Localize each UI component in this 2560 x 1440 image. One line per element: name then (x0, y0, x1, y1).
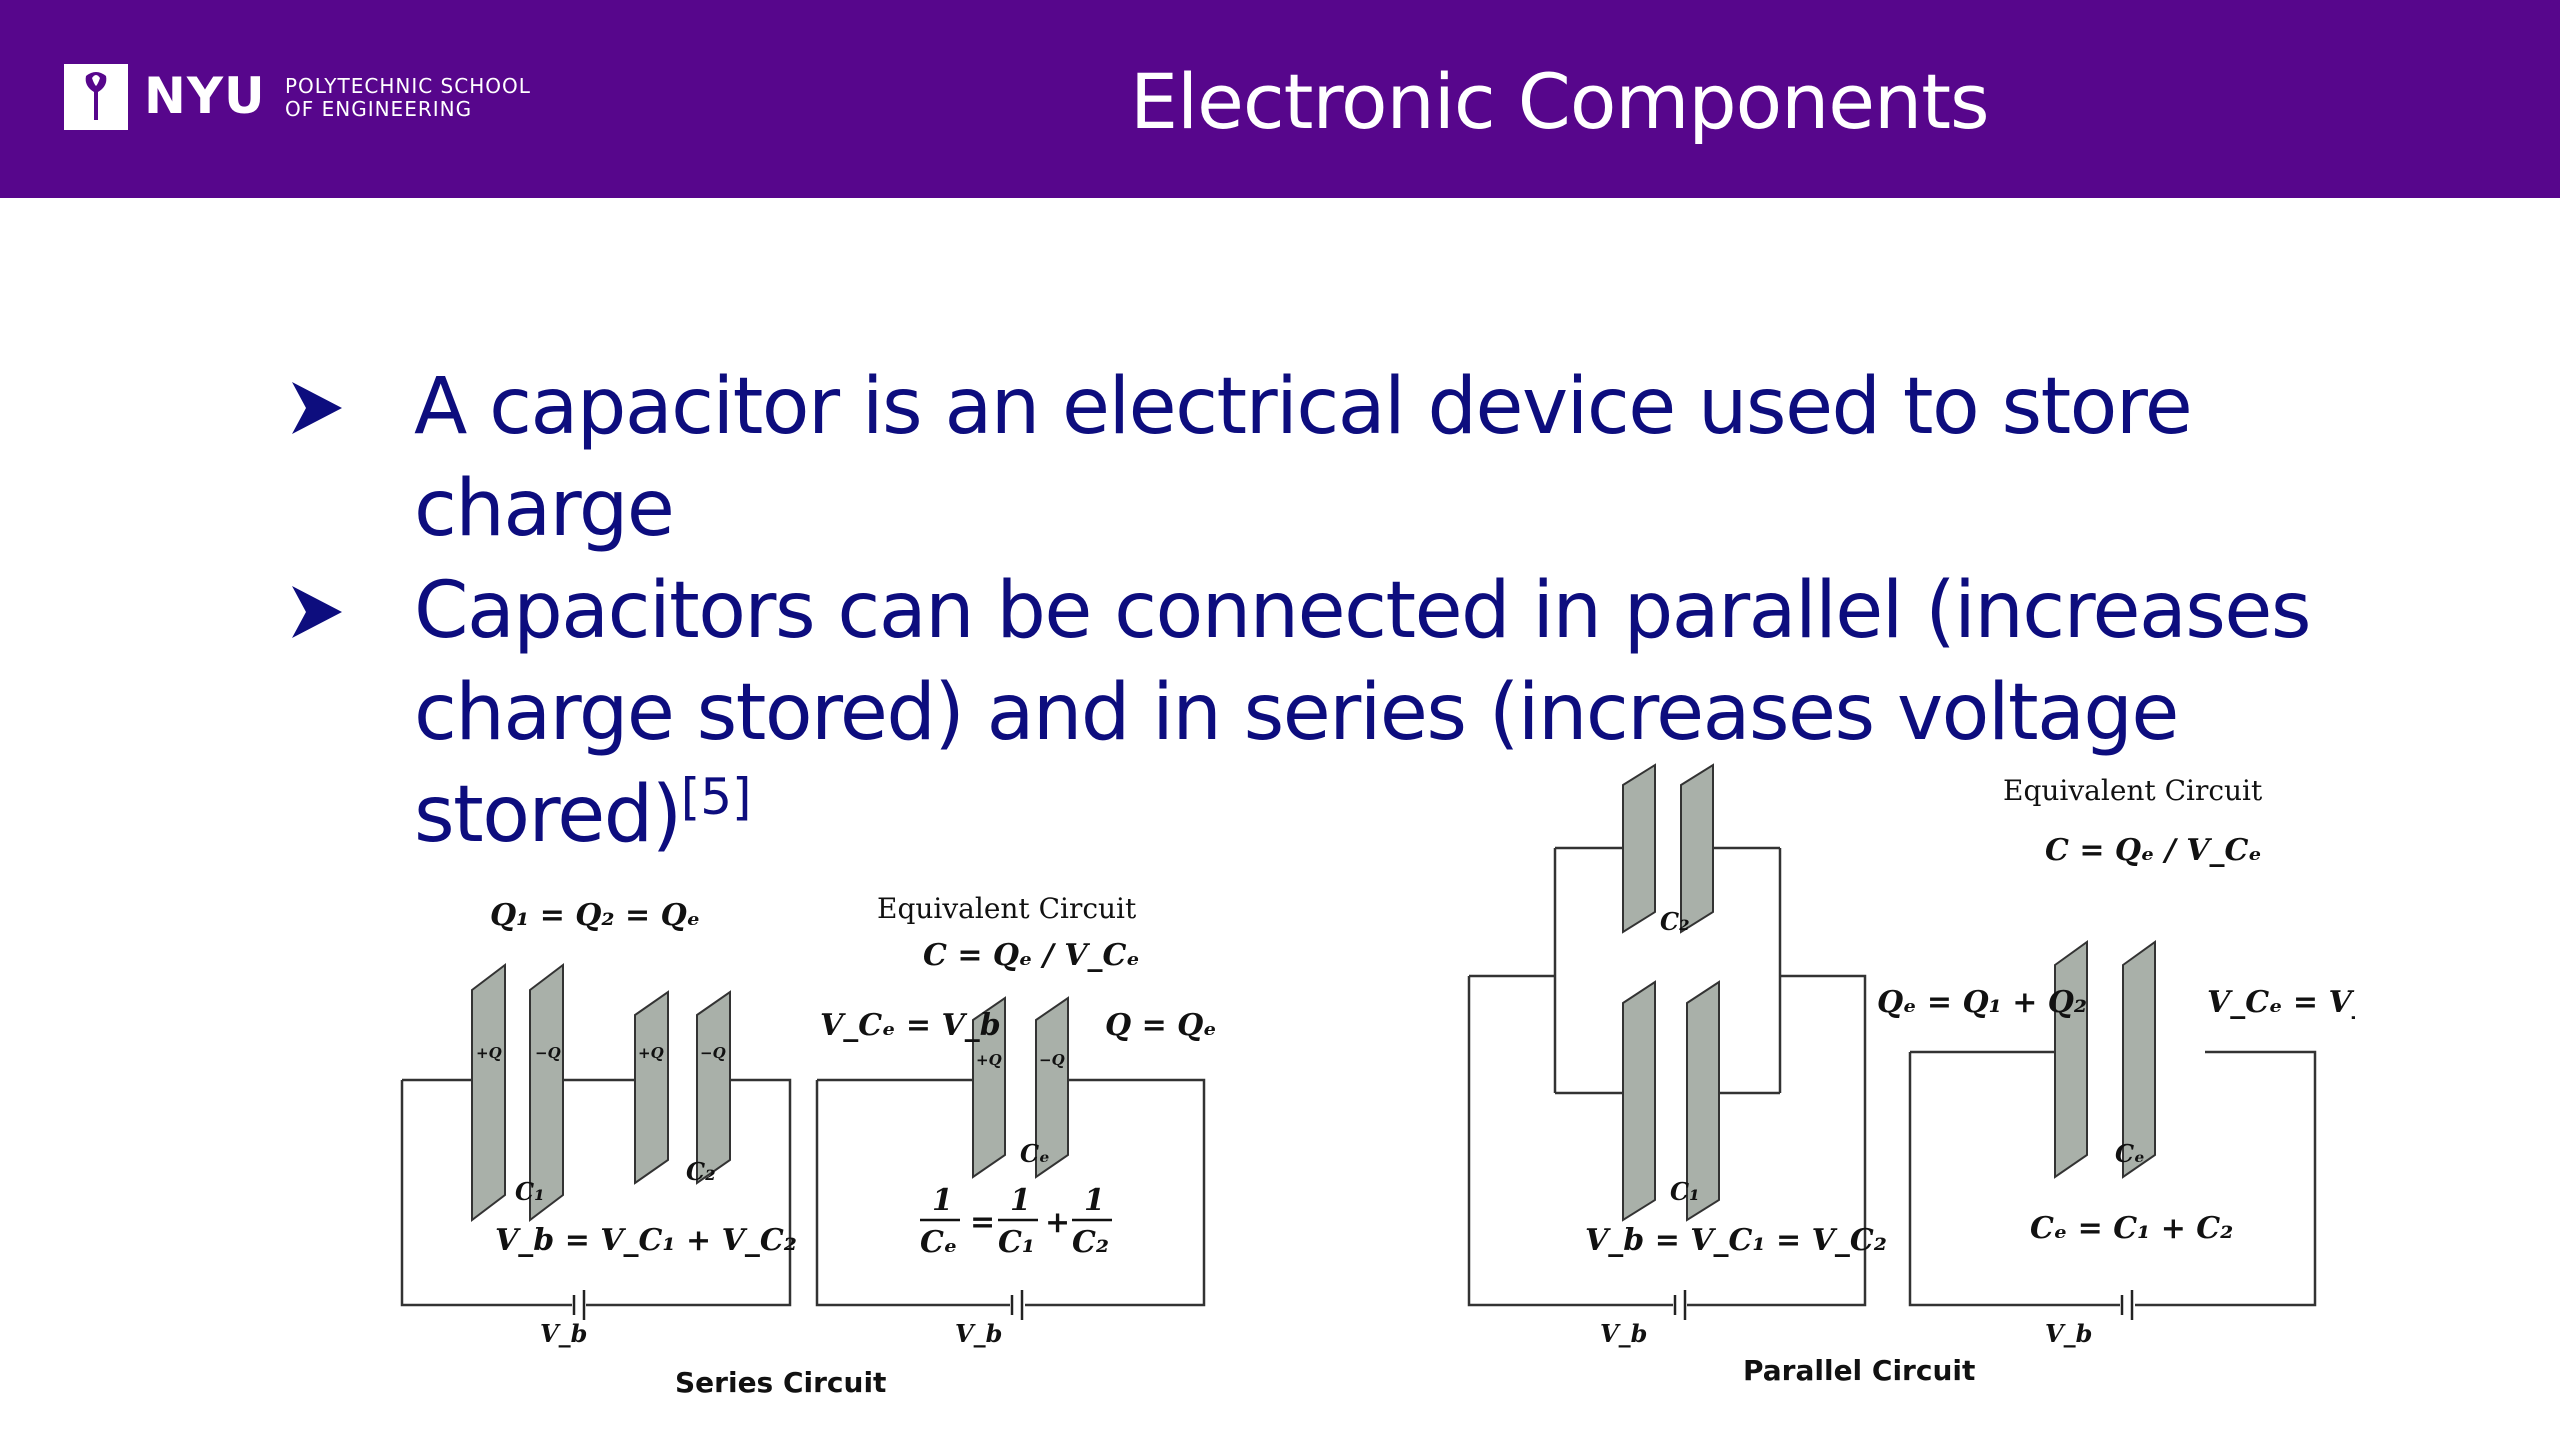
bullet-text-1: A capacitor is an electrical device used… (414, 362, 2193, 554)
plate-charge-label: +Q (476, 1044, 502, 1062)
equivalent-charge-equation: Q = Qₑ (1105, 1008, 1217, 1043)
slide-title: Electronic Components (1130, 57, 1990, 146)
plate-charge-label: −Q (535, 1044, 561, 1062)
bullet-item-1: A capacitor is an electrical device used… (290, 356, 2340, 560)
equivalent-sum-equation: Cₑ = C₁ + C₂ (2030, 1211, 2233, 1246)
equivalent-capacitance-equation: C = Qₑ / V_Cₑ (923, 938, 1140, 973)
capacitor-c1-label: C₁ (1670, 1177, 1700, 1206)
bullet-text-2: Capacitors can be connected in parallel … (414, 566, 2312, 860)
plate-charge-label: +Q (638, 1044, 664, 1062)
slide-header: NYU POLYTECHNIC SCHOOL OF ENGINEERING El… (0, 0, 2560, 198)
series-circuit-caption: Series Circuit (675, 1366, 886, 1399)
equivalent-voltage-equation: V_Cₑ = V_b (820, 1008, 1001, 1043)
bullet-item-2: Capacitors can be connected in parallel … (290, 560, 2340, 866)
battery-label: V_b (540, 1319, 587, 1348)
school-name-line2: OF ENGINEERING (285, 97, 473, 121)
plate-charge-label: −Q (1039, 1051, 1065, 1069)
series-charge-equation: Q₁ = Q₂ = Qₑ (490, 898, 700, 933)
equivalent-voltage-equation: V_Cₑ = V_b (2207, 985, 2355, 1020)
fraction-numerator: 1 (1010, 1183, 1031, 1218)
equivalent-capacitor-label: Cₑ (1020, 1139, 1050, 1168)
fraction-denominator: Cₑ (920, 1225, 957, 1260)
fraction-numerator: 1 (932, 1183, 953, 1218)
fraction-numerator: 1 (1084, 1183, 1105, 1218)
series-circuit-figure: +Q −Q +Q −Q +Q −Q Q₁ = Q₂ = Qₑ C₁ C₂ V_b… (400, 892, 1217, 1399)
reciprocal-capacitance-formula: 1 Cₑ = 1 C₁ + 1 C₂ (920, 1183, 1112, 1260)
arrow-bullet-icon (292, 586, 342, 638)
svg-text:=: = (970, 1205, 995, 1240)
plate-charge-label: +Q (976, 1051, 1002, 1069)
plate-charge-label: −Q (700, 1044, 726, 1062)
arrow-bullet-icon (292, 382, 342, 434)
series-voltage-equation: V_b = V_C₁ + V_C₂ (495, 1223, 797, 1258)
torch-icon (85, 72, 107, 120)
nyu-torch-logo (64, 64, 128, 130)
battery-label: V_b (2045, 1319, 2092, 1348)
bullet-list: A capacitor is an electrical device used… (290, 356, 2340, 866)
battery-label: V_b (1600, 1319, 1647, 1348)
nyu-logo-text: NYU (144, 67, 266, 125)
parallel-circuit-figure: C₂ C₁ V_b = V_C₁ = V_C₂ V_b Equivalent C… (1467, 763, 2355, 1387)
equivalent-charge-equation: Qₑ = Q₁ + Q₂ (1877, 985, 2087, 1020)
capacitor-c2-label: C₂ (686, 1157, 716, 1186)
battery-label: V_b (955, 1319, 1002, 1348)
equivalent-circuit-title: Equivalent Circuit (877, 892, 1137, 925)
citation-ref: [5] (680, 768, 752, 826)
equivalent-capacitor-label: Cₑ (2115, 1139, 2145, 1168)
parallel-circuit-caption: Parallel Circuit (1743, 1354, 1975, 1387)
equivalent-circuit-title: Equivalent Circuit (2003, 774, 2263, 807)
parallel-voltage-equation: V_b = V_C₁ = V_C₂ (1585, 1223, 1887, 1258)
equivalent-capacitance-equation: C = Qₑ / V_Cₑ (2045, 833, 2262, 868)
svg-text:+: + (1045, 1205, 1070, 1240)
school-name: POLYTECHNIC SCHOOL OF ENGINEERING (285, 75, 531, 121)
capacitor-c2-label: C₂ (1660, 907, 1690, 936)
fraction-denominator: C₁ (998, 1225, 1035, 1260)
capacitor-c1-label: C₁ (515, 1177, 545, 1206)
fraction-denominator: C₂ (1072, 1225, 1109, 1260)
school-name-line1: POLYTECHNIC SCHOOL (285, 74, 531, 98)
